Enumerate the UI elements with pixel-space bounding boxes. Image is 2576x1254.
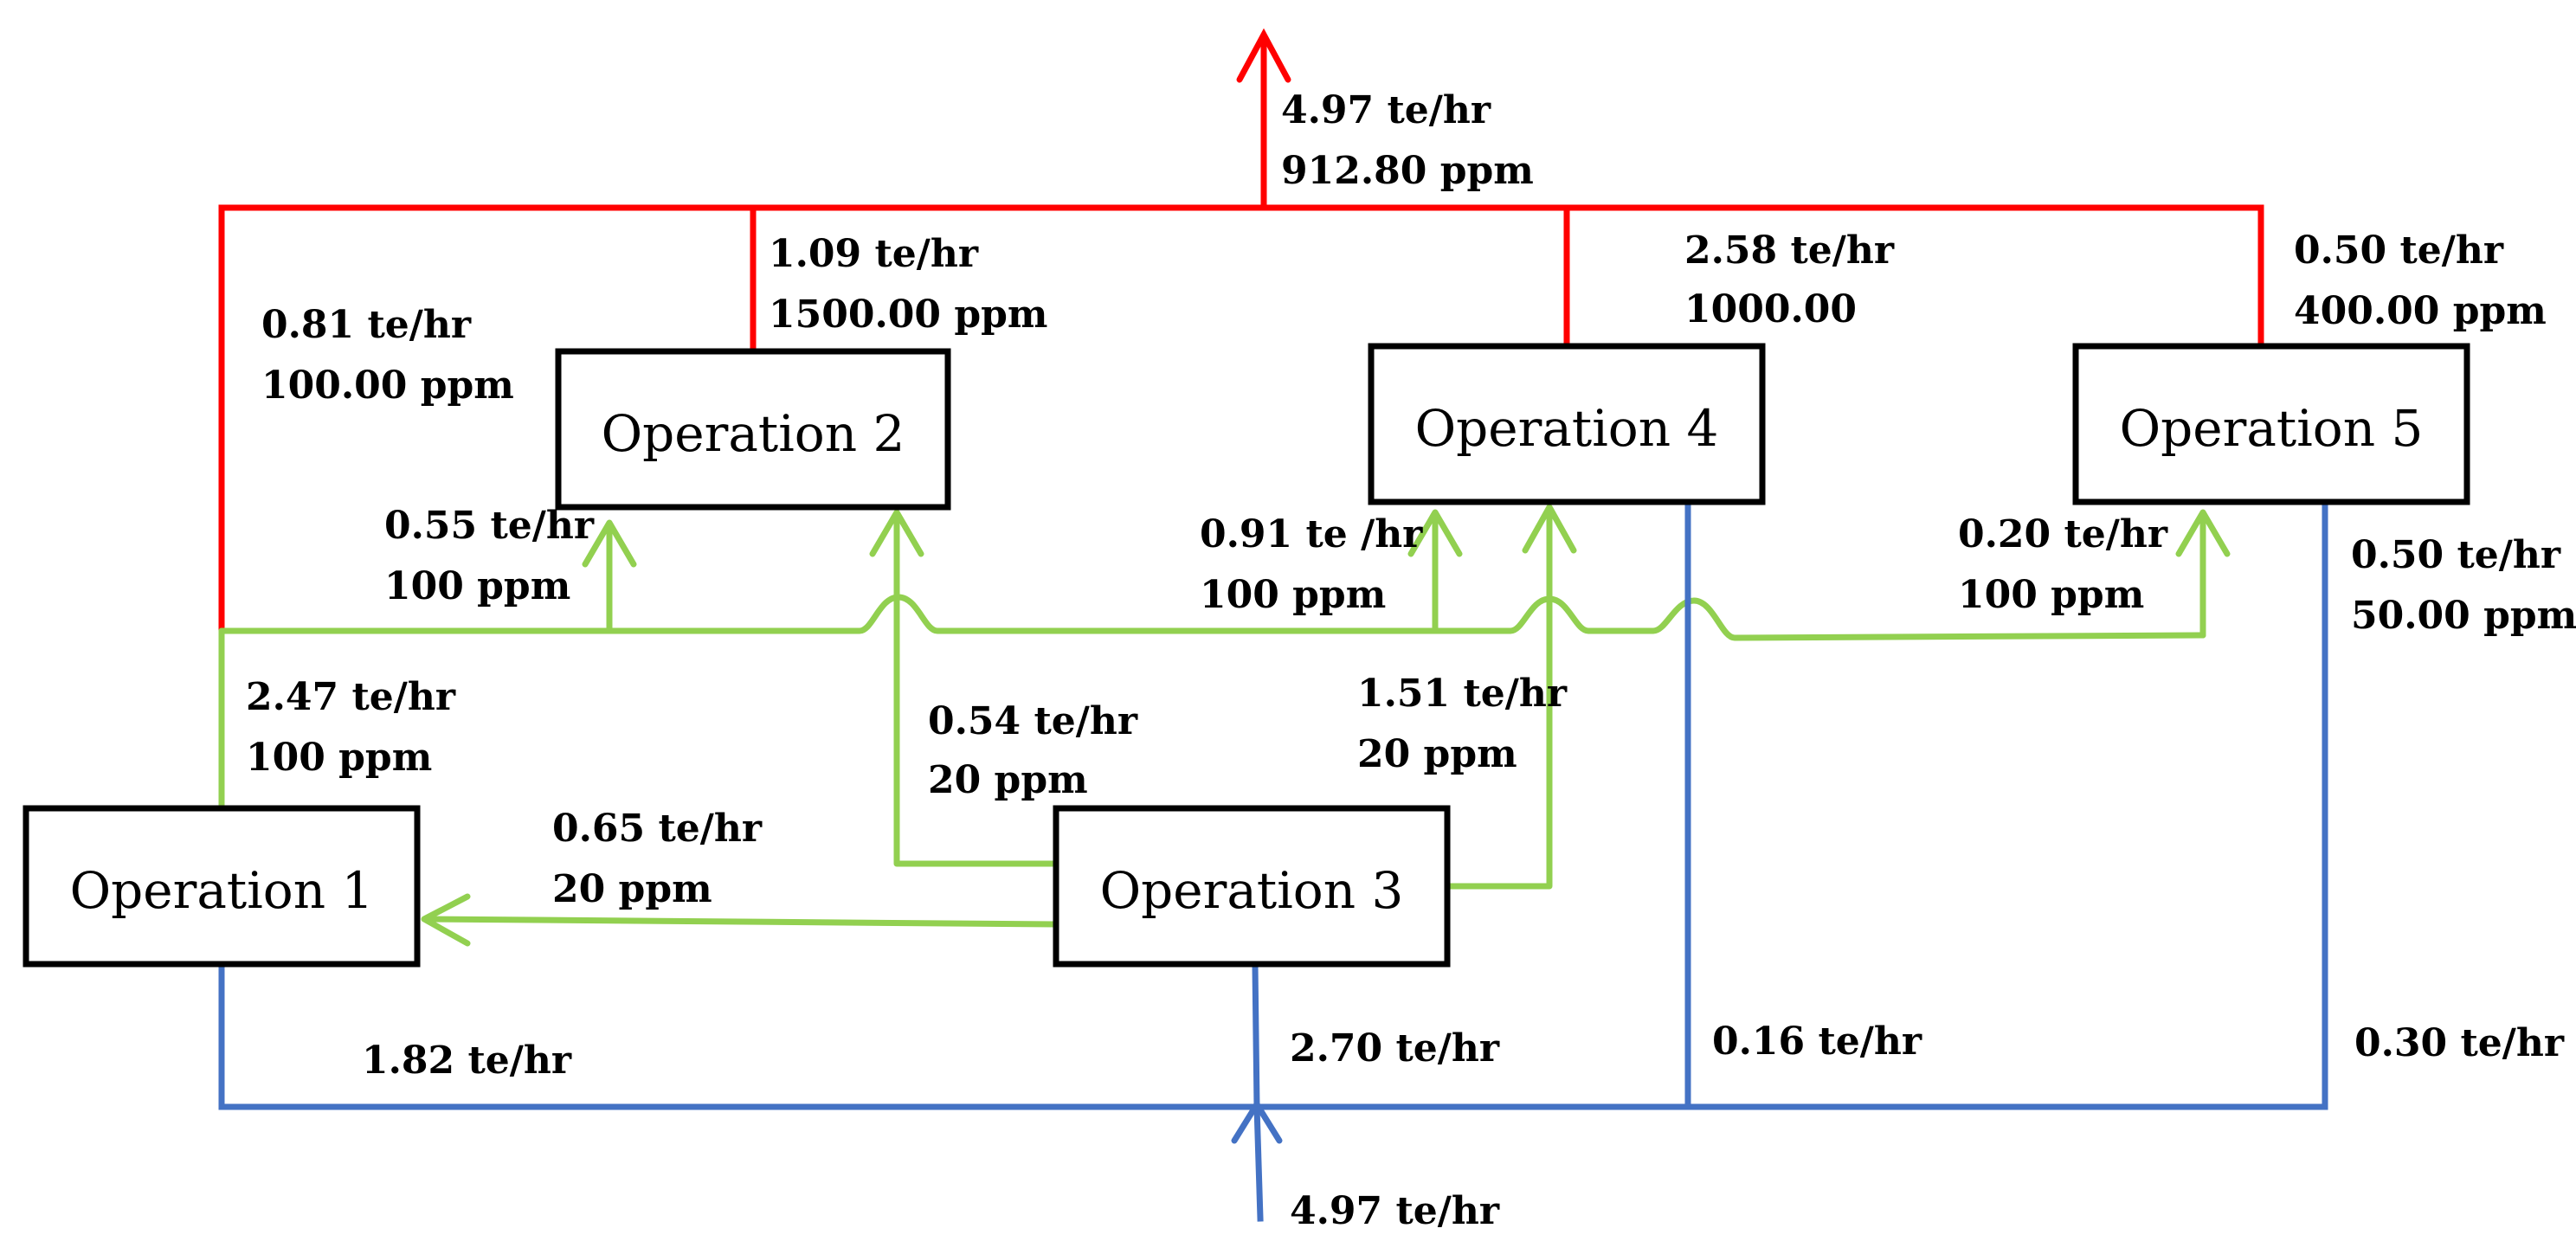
ww-op4-flow-label: 2.58 te/hr	[1684, 228, 1895, 273]
op3-to-op1-line	[422, 916, 1059, 928]
reuse-to-op4-arrowhead	[1407, 509, 1463, 557]
reuse-op3-to-op2-conc-label: 20 ppm	[928, 758, 1088, 802]
reuse-op1-out-conc-label: 100 ppm	[246, 736, 432, 780]
ww-op1-flow-label: 0.81 te/hr	[261, 303, 472, 347]
freshwater-inlet-arrowhead	[1231, 1101, 1283, 1144]
reuse-to-op2-flow-label: 0.55 te/hr	[384, 504, 595, 548]
fw-to-op4-flow-label: 0.16 te/hr	[1712, 1019, 1922, 1064]
reuse-op3-to-op4-flow-label: 1.51 te/hr	[1357, 672, 1568, 716]
freshwater-to-op3-line	[1252, 962, 1260, 1110]
reuse-to-op2-arrowhead	[582, 519, 637, 568]
reuse-to-op4-conc-label: 100 ppm	[1200, 573, 1386, 617]
operation-3-label: Operation 3	[1100, 861, 1404, 920]
reuse-to-op2-conc-label: 100 ppm	[384, 564, 570, 608]
fw-op5-in-flow-label: 0.50 te/hr	[2351, 533, 2561, 577]
op3-to-op4-arrowhead	[1522, 504, 1577, 554]
reuse-to-op5-conc-label: 100 ppm	[1958, 573, 2144, 617]
operation-3-box: Operation 3	[1053, 805, 1451, 968]
fw-to-op1-flow-label: 1.82 te/hr	[362, 1039, 572, 1083]
reuse-op3-to-op1-conc-label: 20 ppm	[552, 867, 712, 911]
ww-total-flow-label: 4.97 te/hr	[1281, 88, 1491, 132]
fw-to-op3-flow-label: 2.70 te/hr	[1290, 1026, 1500, 1071]
wastewater-header-line	[218, 204, 2264, 634]
operation-4-box: Operation 4	[1368, 343, 1766, 505]
operation-5-label: Operation 5	[2120, 399, 2424, 458]
ww-op5-flow-label: 0.50 te/hr	[2294, 228, 2504, 273]
freshwater-header-line	[218, 503, 2328, 1110]
op3-to-op1-arrowhead	[421, 893, 471, 947]
op3-to-op2-arrowhead	[869, 509, 924, 557]
operation-3-rect	[1053, 805, 1451, 968]
freshwater-inlet-line	[1253, 1103, 1264, 1222]
op3-to-op4-line	[1446, 507, 1553, 890]
ww-op4-conc-label: 1000.00	[1684, 287, 1857, 331]
operation-4-label: Operation 4	[1415, 399, 1719, 458]
operation-2-label: Operation 2	[602, 404, 905, 463]
operation-5-box: Operation 5	[2072, 343, 2470, 505]
wastewater-network	[218, 28, 2264, 634]
reuse-to-op4-flow-label: 0.91 te /hr	[1200, 512, 1423, 556]
ww-op2-conc-label: 1500.00 ppm	[769, 293, 1047, 337]
ww-op2-flow-label: 1.09 te/hr	[769, 232, 979, 276]
reuse-op3-to-op2-flow-label: 0.54 te/hr	[928, 699, 1138, 743]
reuse-op3-to-op4-conc-label: 20 ppm	[1357, 732, 1517, 776]
wastewater-discharge-arrowhead	[1236, 28, 1291, 83]
operation-5-rect	[2072, 343, 2470, 505]
ww-op1-conc-label: 100.00 ppm	[261, 363, 514, 408]
ww-total-conc-label: 912.80 ppm	[1281, 149, 1534, 193]
freshwater-network	[218, 496, 2328, 1222]
fw-op5-in-conc-label: 50.00 ppm	[2351, 594, 2576, 638]
reuse-to-op5-flow-label: 0.20 te/hr	[1958, 512, 2168, 556]
operation-1-box: Operation 1	[23, 805, 421, 968]
operation-1-label: Operation 1	[70, 861, 374, 920]
operation-4-rect	[1368, 343, 1766, 505]
reuse-op1-out-flow-label: 2.47 te/hr	[246, 675, 456, 719]
op3-to-op2-line	[893, 512, 1059, 867]
reuse-network	[218, 504, 2231, 947]
fw-total-flow-label: 4.97 te/hr	[1290, 1189, 1500, 1233]
reuse-to-op5-arrowhead	[2175, 509, 2231, 557]
fw-to-op5-flow-label: 0.30 te/hr	[2354, 1021, 2565, 1065]
operation-2-rect	[555, 348, 951, 511]
operation-1-rect	[23, 805, 421, 968]
operation-2-box: Operation 2	[555, 348, 951, 511]
ww-op5-conc-label: 400.00 ppm	[2294, 289, 2547, 333]
reuse-op3-to-op1-flow-label: 0.65 te/hr	[552, 807, 763, 851]
